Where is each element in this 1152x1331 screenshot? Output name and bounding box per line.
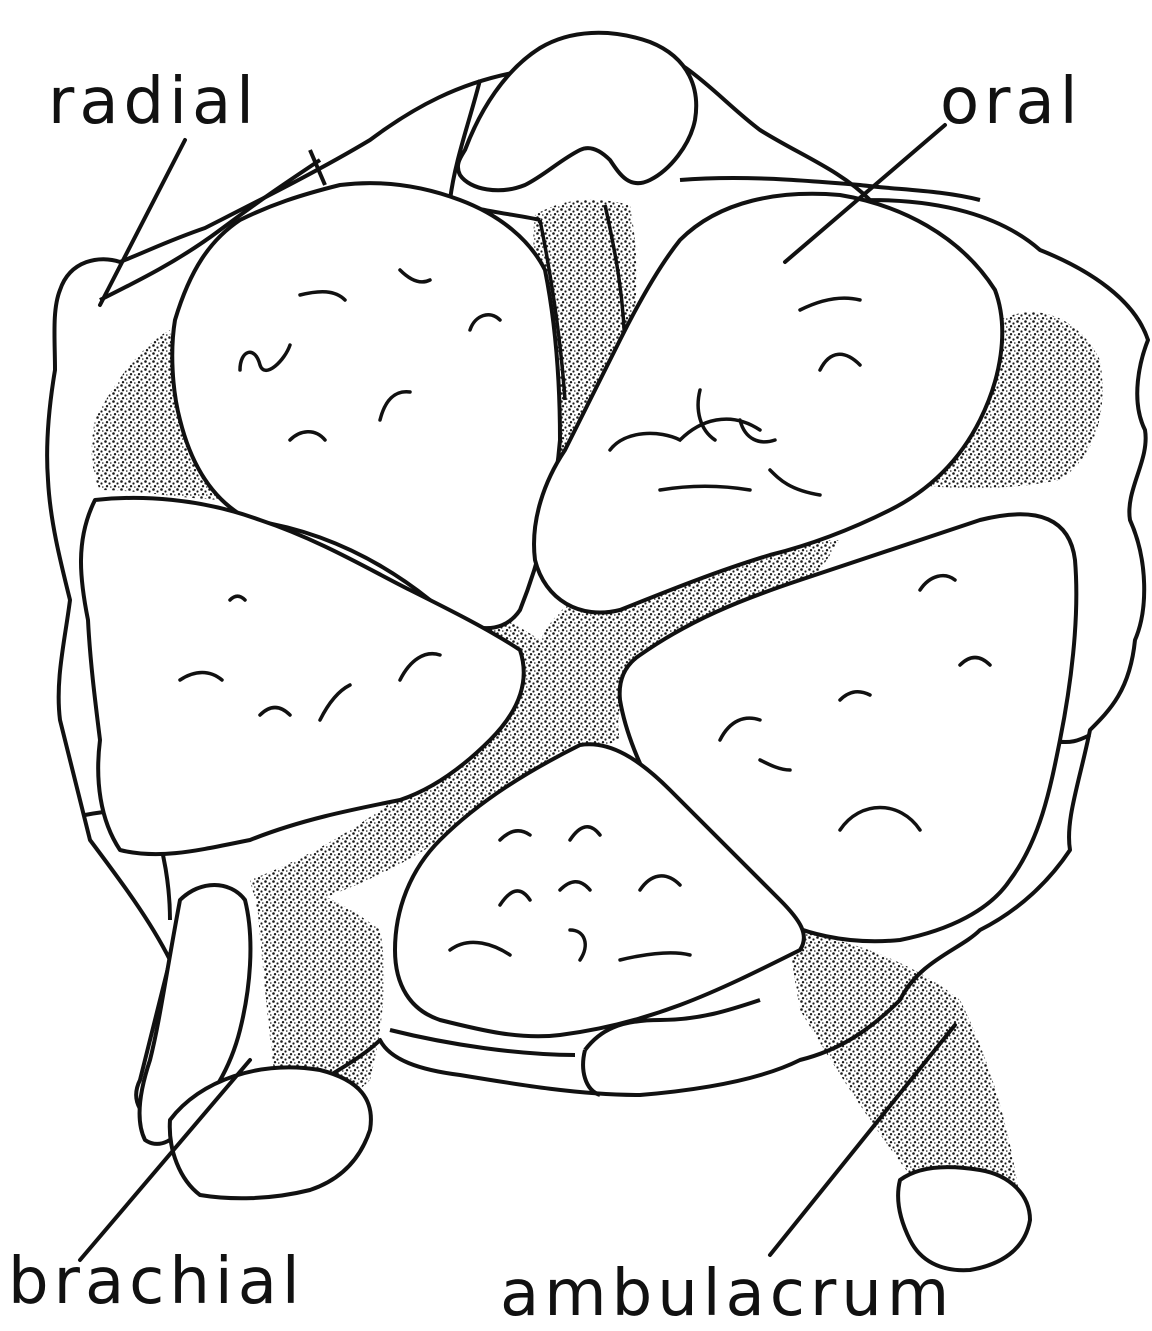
- label-oral: oral: [940, 70, 1082, 134]
- label-brachial: brachial: [8, 1250, 305, 1314]
- brachial-lower-right: [898, 1167, 1030, 1270]
- label-radial: radial: [48, 70, 259, 134]
- top-anal-plate: [458, 33, 696, 190]
- label-ambulacrum: ambulacrum: [500, 1262, 954, 1326]
